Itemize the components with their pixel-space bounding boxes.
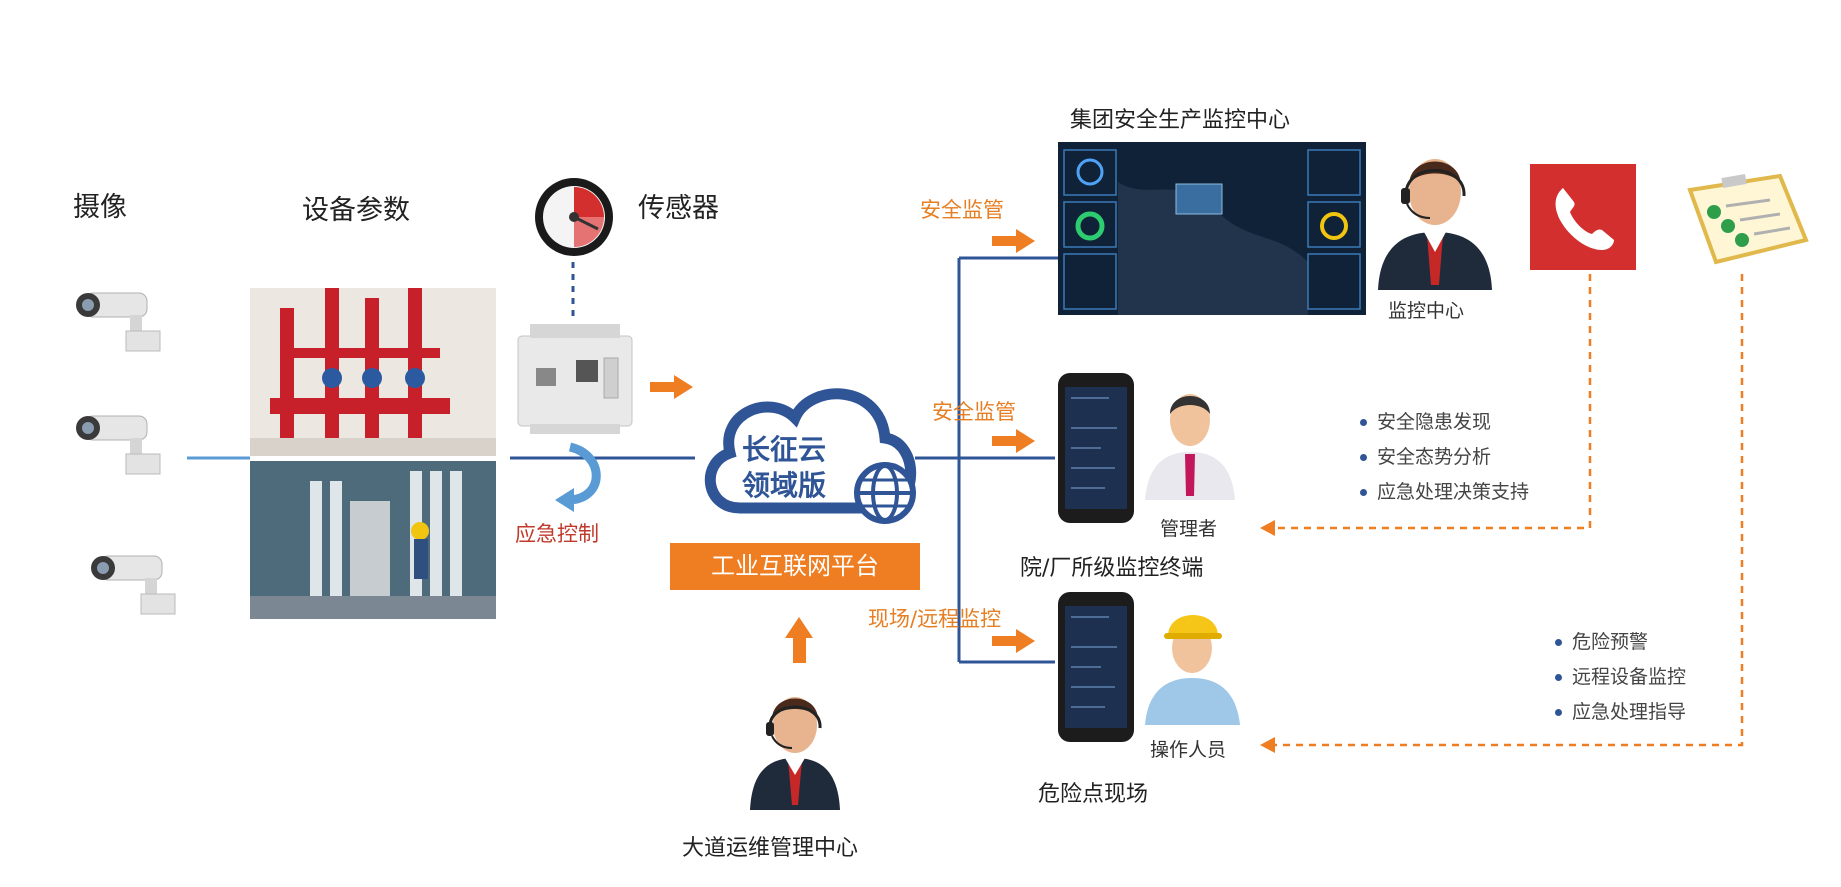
device-params-label: 设备参数: [302, 195, 410, 226]
camera-icon: [76, 415, 161, 475]
list-item: 远程设备监控: [1555, 660, 1686, 695]
gauge-icon: [535, 178, 613, 256]
mobile-phone-icon: [1058, 592, 1134, 742]
controller-icon: [517, 324, 633, 434]
camera-label: 摄像: [73, 192, 127, 223]
list-item: 安全隐患发现: [1360, 405, 1529, 440]
operator-label: 操作人员: [1150, 739, 1227, 761]
list-item-text: 安全态势分析: [1377, 446, 1492, 468]
mobile-phone-icon: [1058, 373, 1134, 523]
manager-label: 管理者: [1160, 518, 1218, 540]
phone-icon: [1530, 164, 1636, 270]
ops-center-label: 大道运维管理中心: [682, 836, 859, 861]
bullet-icon: [1360, 419, 1367, 426]
bullet-icon: [1555, 674, 1562, 681]
sensor-label: 传感器: [638, 193, 719, 224]
cloud-title-line1: 长征云: [742, 433, 827, 466]
water-plant-photo: [250, 461, 496, 619]
headset-operator-icon: [750, 697, 840, 810]
list-item: 危险预警: [1555, 625, 1686, 660]
globe-icon: [854, 462, 916, 524]
cloud-title: 长征云 领域版: [742, 432, 826, 504]
list-item-text: 应急处理决策支持: [1377, 481, 1530, 503]
camera-icon: [91, 555, 176, 615]
manager-person-icon: [1145, 394, 1235, 500]
monitor-center-label: 监控中心: [1388, 300, 1465, 322]
list-item-text: 安全隐患发现: [1377, 411, 1492, 433]
cloud-title-line2: 领域版: [742, 469, 827, 502]
pipe-system-photo: [250, 288, 496, 456]
safety-monitor-label: 安全监管: [932, 400, 1016, 424]
bullet-icon: [1555, 639, 1562, 646]
bullet-icon: [1360, 454, 1367, 461]
platform-label: 工业互联网平台: [670, 543, 920, 590]
emergency-control-label: 应急控制: [515, 522, 599, 546]
list-item: 安全态势分析: [1360, 440, 1529, 475]
bullet-icon: [1555, 709, 1562, 716]
list-item-text: 远程设备监控: [1572, 666, 1687, 688]
worker-person-icon: [1145, 615, 1240, 725]
remote-monitor-label: 现场/远程监控: [868, 607, 1002, 631]
camera-icon: [76, 292, 161, 352]
bullet-icon: [1360, 489, 1367, 496]
list-item: 应急处理指导: [1555, 695, 1686, 730]
list-item: 应急处理决策支持: [1360, 475, 1529, 510]
dashboard-screen-icon: [1058, 142, 1366, 315]
manager-benefit-list: 安全隐患发现 安全态势分析 应急处理决策支持: [1360, 405, 1529, 510]
plant-terminal-label: 院/厂所级监控终端: [1020, 556, 1204, 581]
list-item-text: 应急处理指导: [1572, 701, 1687, 723]
operator-benefit-list: 危险预警 远程设备监控 应急处理指导: [1555, 625, 1686, 730]
headset-operator-icon: [1378, 159, 1492, 290]
safety-monitor-label: 安全监管: [920, 198, 1004, 222]
hazard-site-label: 危险点现场: [1038, 782, 1149, 807]
group-center-label: 集团安全生产监控中心: [1070, 108, 1291, 133]
checklist-icon: [1687, 173, 1809, 265]
list-item-text: 危险预警: [1572, 631, 1649, 653]
